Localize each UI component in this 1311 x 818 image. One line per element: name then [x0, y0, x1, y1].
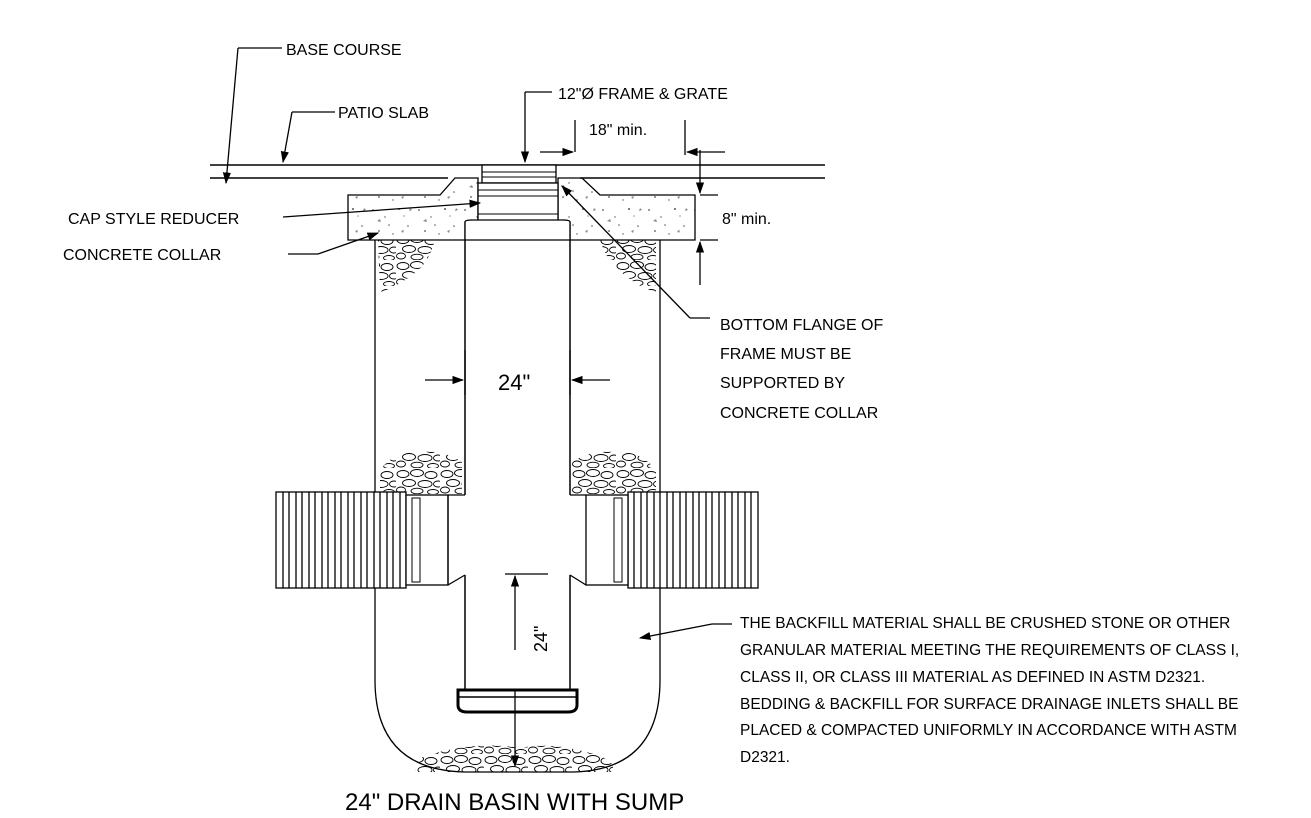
leader-patio-slab: [280, 111, 335, 164]
flange-note-line-2: FRAME MUST BE: [720, 346, 851, 363]
dim-8-min: 8" min.: [722, 211, 771, 228]
flange-note-line-3: SUPPORTED BY: [720, 375, 845, 392]
right-corrugated-pipe: [569, 491, 759, 589]
riser-pipe: [464, 219, 571, 690]
frame-and-grate: [477, 164, 559, 222]
left-corrugated-pipe: [275, 491, 466, 589]
leader-frame-grate: [520, 91, 552, 164]
dimension-collar-depth: [695, 150, 718, 285]
label-frame-grate: 12"Ø FRAME & GRATE: [558, 86, 728, 103]
diagram-title: 24" DRAIN BASIN WITH SUMP: [345, 789, 684, 816]
backfill-note-line-4: BEDDING & BACKFILL FOR SURFACE DRAINAGE …: [740, 696, 1238, 713]
backfill-note-line-5: PLACED & COMPACTED UNIFORMLY IN ACCORDAN…: [740, 722, 1237, 739]
gravel-backfill: [378, 240, 656, 495]
dimension-collar-width: [540, 120, 725, 157]
dimension-sump-depth: [505, 573, 548, 768]
backfill-note-line-1: THE BACKFILL MATERIAL SHALL BE CRUSHED S…: [740, 615, 1230, 632]
dim-18-min: 18" min.: [589, 122, 647, 139]
flange-note-line-1: BOTTOM FLANGE OF: [720, 317, 884, 334]
sump-cap: [456, 688, 579, 714]
dim-24-sump: 24": [531, 626, 551, 652]
label-cap-reducer: CAP STYLE REDUCER: [68, 211, 239, 228]
label-concrete-collar: CONCRETE COLLAR: [63, 247, 221, 264]
leader-concrete-collar: [288, 232, 380, 255]
concrete-collar: [347, 177, 696, 241]
leader-backfill-note: [638, 623, 732, 641]
backfill-note-line-3: CLASS II, OR CLASS III MATERIAL AS DEFIN…: [740, 669, 1205, 686]
flange-note-line-4: CONCRETE COLLAR: [720, 405, 878, 422]
leader-cap-reducer: [282, 199, 482, 218]
leader-base-course: [222, 47, 282, 185]
backfill-note-line-2: GRANULAR MATERIAL MEETING THE REQUIREMEN…: [740, 642, 1239, 659]
leader-flange-note: [561, 185, 710, 319]
label-patio-slab: PATIO SLAB: [338, 105, 429, 122]
dimension-basin-diameter: [425, 350, 610, 395]
backfill-note-line-6: D2321.: [740, 749, 790, 766]
label-base-course: BASE COURSE: [286, 42, 402, 59]
dim-24-diameter: 24": [498, 370, 530, 395]
